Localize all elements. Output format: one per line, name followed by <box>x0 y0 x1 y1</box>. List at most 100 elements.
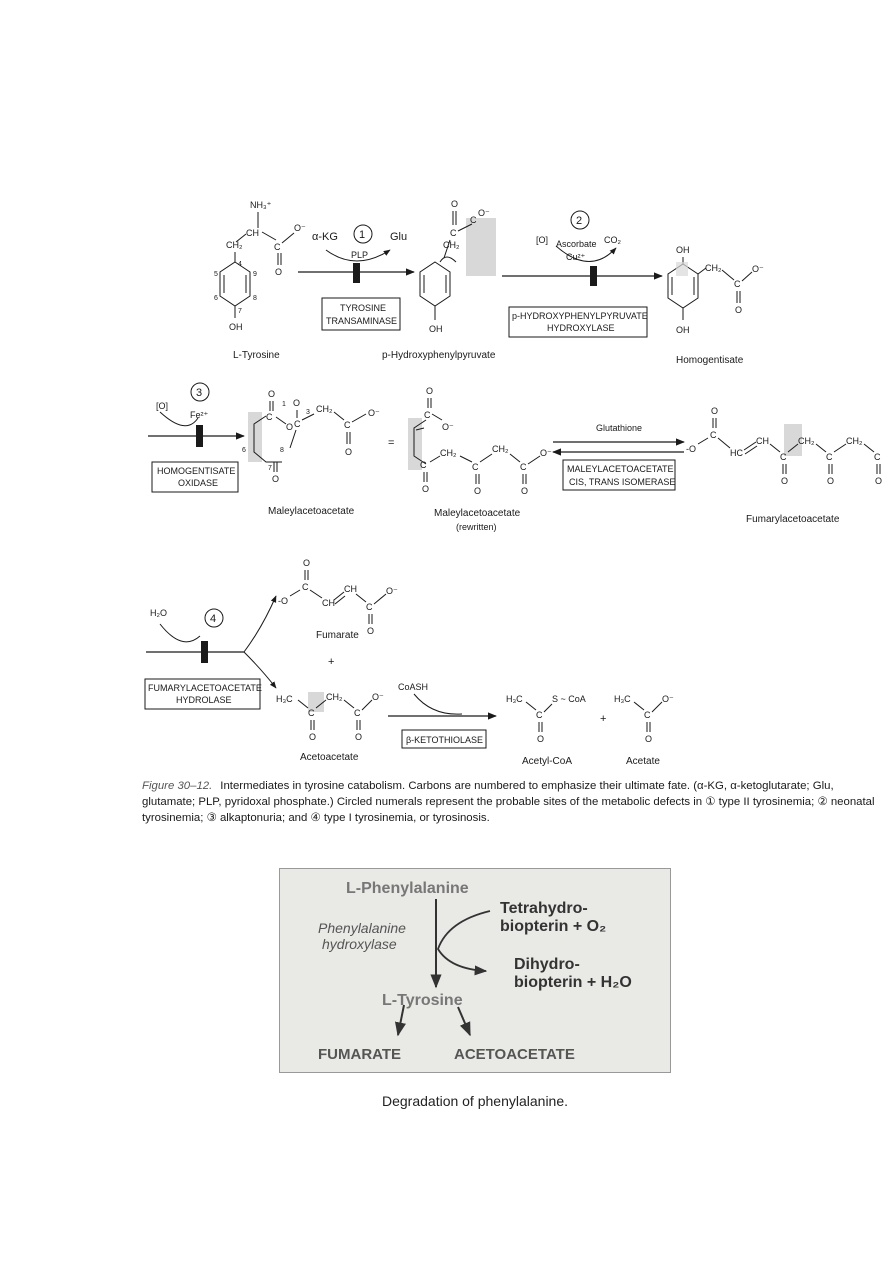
glutathione-label: Glutathione <box>596 423 642 433</box>
svg-text:OH: OH <box>676 325 690 335</box>
inset-product-fumarate: FUMARATE <box>318 1046 401 1063</box>
svg-text:C: C <box>302 582 309 592</box>
acetoacetate-structure: H₃C C O CH₂ C O⁻ O <box>276 692 384 742</box>
inset-enzyme-line2: hydroxylase <box>322 936 397 952</box>
svg-text:CH₂: CH₂ <box>492 444 509 454</box>
svg-text:CH₂: CH₂ <box>326 692 343 702</box>
enzyme-box-isomerase <box>562 459 676 491</box>
enzyme-box-homogentisate-oxidase <box>151 461 239 493</box>
svg-text:O: O <box>426 386 433 396</box>
svg-text:O: O <box>781 476 788 486</box>
svg-text:1: 1 <box>282 401 286 408</box>
svg-text:O: O <box>645 734 652 744</box>
svg-text:O⁻: O⁻ <box>368 408 380 418</box>
svg-text:O: O <box>474 486 481 496</box>
svg-text:6: 6 <box>214 295 218 302</box>
h2o-label: H₂O <box>150 608 167 618</box>
svg-text:C: C <box>710 430 717 440</box>
svg-text:CH₂: CH₂ <box>798 436 815 446</box>
inset-cofactor-in-line2: biopterin + O₂ <box>500 918 606 935</box>
enzyme5-line2: HYDROLASE <box>176 695 232 705</box>
glu-label: Glu <box>390 231 407 243</box>
svg-text:C: C <box>470 215 477 225</box>
svg-text:O: O <box>345 447 352 457</box>
svg-text:O: O <box>268 389 275 399</box>
fumarate-label: Fumarate <box>316 630 359 641</box>
akg-label: α-KG <box>312 231 338 243</box>
svg-text:C: C <box>734 279 741 289</box>
defect-1-number: 1 <box>359 229 365 241</box>
figure-caption-text: Intermediates in tyrosine catabolism. Ca… <box>142 780 875 824</box>
svg-text:O: O <box>272 474 279 484</box>
svg-text:C: C <box>274 242 281 252</box>
inset-cofactor-in-line1: Tetrahydro- <box>500 900 588 917</box>
svg-text:O: O <box>293 398 300 408</box>
defect-3-number: 3 <box>196 387 202 399</box>
enzyme3-line1: HOMOGENTISATE <box>157 466 235 476</box>
svg-text:O: O <box>827 476 834 486</box>
defect-4-number: 4 <box>210 613 216 625</box>
plp-label: PLP <box>351 250 368 260</box>
svg-text:O⁻: O⁻ <box>662 694 674 704</box>
acetate-label: Acetate <box>626 756 660 767</box>
acetoacetate-label: Acetoacetate <box>300 752 359 763</box>
plus-sign-1: + <box>328 656 334 668</box>
svg-text:C: C <box>420 460 427 470</box>
inset-diagram: L-Phenylalanine Phenylalanine hydroxylas… <box>318 880 632 1063</box>
svg-text:O⁻: O⁻ <box>442 422 454 432</box>
inset-product-acetoacetate: ACETOACETATE <box>454 1046 575 1063</box>
svg-text:C: C <box>644 710 651 720</box>
svg-text:6: 6 <box>242 447 246 454</box>
enzyme-box-hpp-hydroxylase <box>508 306 648 338</box>
svg-text:4: 4 <box>238 261 242 268</box>
inset-enzyme-line1: Phenylalanine <box>318 920 406 936</box>
maleylacetoacetate-rewritten-label: Maleylacetoacetate <box>434 508 521 519</box>
svg-text:CH: CH <box>246 228 259 238</box>
svg-text:H₃C: H₃C <box>276 694 293 704</box>
coash-label: CoASH <box>398 682 428 692</box>
defect-2-marker <box>570 210 590 230</box>
svg-text:O: O <box>711 406 718 416</box>
fumarylacetoacetate-label: Fumarylacetoacetate <box>746 514 840 525</box>
enzyme1-line2: TRANSAMINASE <box>326 316 397 326</box>
svg-text:CH₂: CH₂ <box>440 448 457 458</box>
svg-text:CH: CH <box>344 584 357 594</box>
svg-text:O: O <box>451 199 458 209</box>
svg-text:3: 3 <box>306 409 310 416</box>
enzyme1-line1: TYROSINE <box>340 303 386 313</box>
svg-text:C: C <box>294 419 301 429</box>
svg-text:OH: OH <box>429 324 443 334</box>
svg-text:C: C <box>424 410 431 420</box>
homogentisate-structure: OH CH₂ C O⁻ O OH <box>667 245 764 335</box>
fe-label: Fe²⁺ <box>190 410 209 420</box>
svg-text:OH: OH <box>676 245 690 255</box>
svg-text:O: O <box>422 484 429 494</box>
enzyme6-label: β-KETOTHIOLASE <box>406 735 483 745</box>
svg-text:CH: CH <box>322 598 335 608</box>
inset-cofactor-out-line2: biopterin + H₂O <box>514 974 632 991</box>
enzyme5-line1: FUMARYLACETOACETATE <box>148 683 262 693</box>
svg-text:O: O <box>537 734 544 744</box>
svg-text:C: C <box>874 452 881 462</box>
step4-equilibrium-arrows <box>552 438 685 456</box>
defect-1-marker <box>353 224 373 244</box>
step6-arrow <box>388 693 497 720</box>
svg-text:H₃C: H₃C <box>506 694 523 704</box>
svg-text:C: C <box>266 412 273 422</box>
fumarate-structure: O C -O CH CH C O⁻ O <box>278 558 398 636</box>
svg-text:5: 5 <box>214 271 218 278</box>
cu-label: Cu²⁺ <box>566 252 586 262</box>
step2-arrow <box>502 245 663 286</box>
svg-text:O⁻: O⁻ <box>478 208 490 218</box>
enzyme2-line2: HYDROXYLASE <box>547 323 615 333</box>
o2-label-step3: [O] <box>156 401 168 411</box>
svg-text:O: O <box>303 558 310 568</box>
svg-text:C: C <box>472 462 479 472</box>
svg-text:O⁻: O⁻ <box>294 223 306 233</box>
hpp-label: p-Hydroxyphenylpyruvate <box>382 350 496 361</box>
svg-text:-O: -O <box>686 444 696 454</box>
svg-text:C: C <box>520 462 527 472</box>
inset-phenylalanine: L-Phenylalanine <box>346 880 469 897</box>
defect-4-marker <box>204 608 224 628</box>
